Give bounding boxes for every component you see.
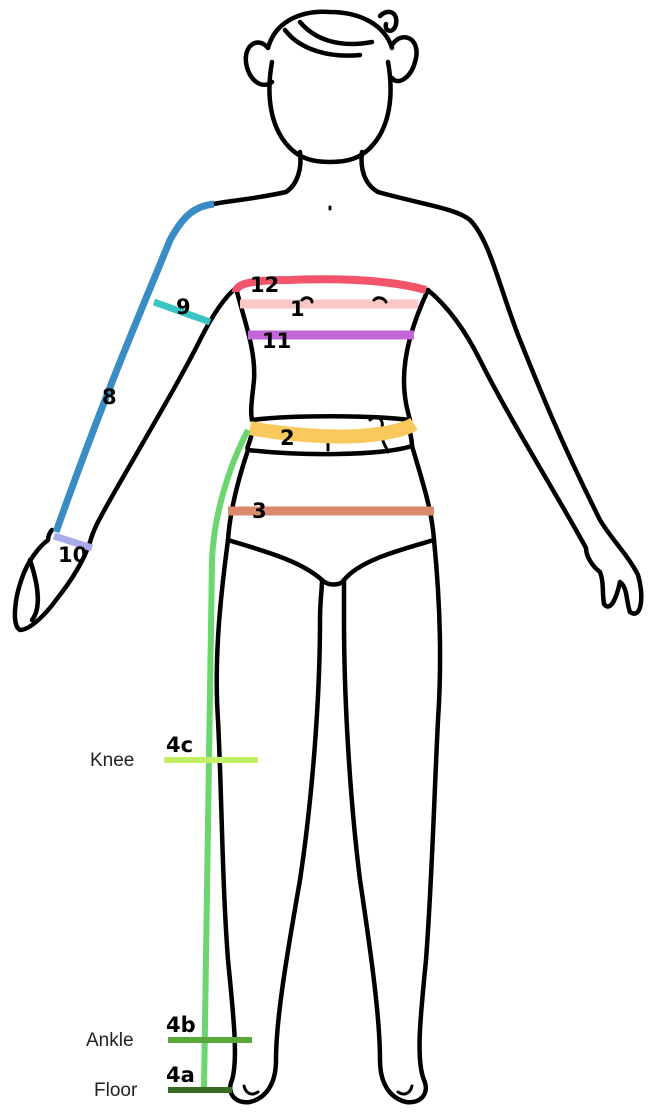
label-3: 3 [252,499,267,523]
label-floor: Floor [94,1080,138,1101]
label-10: 10 [58,543,87,567]
label-knee: Knee [90,750,134,771]
head [269,62,390,162]
label-12: 12 [250,273,279,297]
line-2 [250,424,414,437]
left-shoulder [213,192,286,204]
measurement-lines [54,204,434,1090]
left-leg [217,540,322,1102]
left-arm-inner [15,288,236,630]
label-1: 1 [290,297,305,321]
torso-right [404,290,428,420]
right-leg [344,540,440,1102]
label-8: 8 [102,385,117,409]
label-4c: 4c [166,733,193,757]
label-9: 9 [176,295,191,319]
right-shoulder-arm [378,192,641,614]
neck [286,152,378,192]
label-ankle: Ankle [86,1030,134,1051]
measurement-numbers: 12 1 9 11 8 2 3 10 4c 4b 4a [58,273,305,1087]
label-11: 11 [262,329,291,353]
label-4b: 4b [166,1013,196,1037]
label-4a: 4a [166,1063,195,1087]
hips [228,446,434,540]
line-8 [56,204,214,532]
label-2: 2 [280,426,295,450]
side-labels: Knee Ankle Floor [86,750,138,1101]
body-outline [15,12,641,1102]
